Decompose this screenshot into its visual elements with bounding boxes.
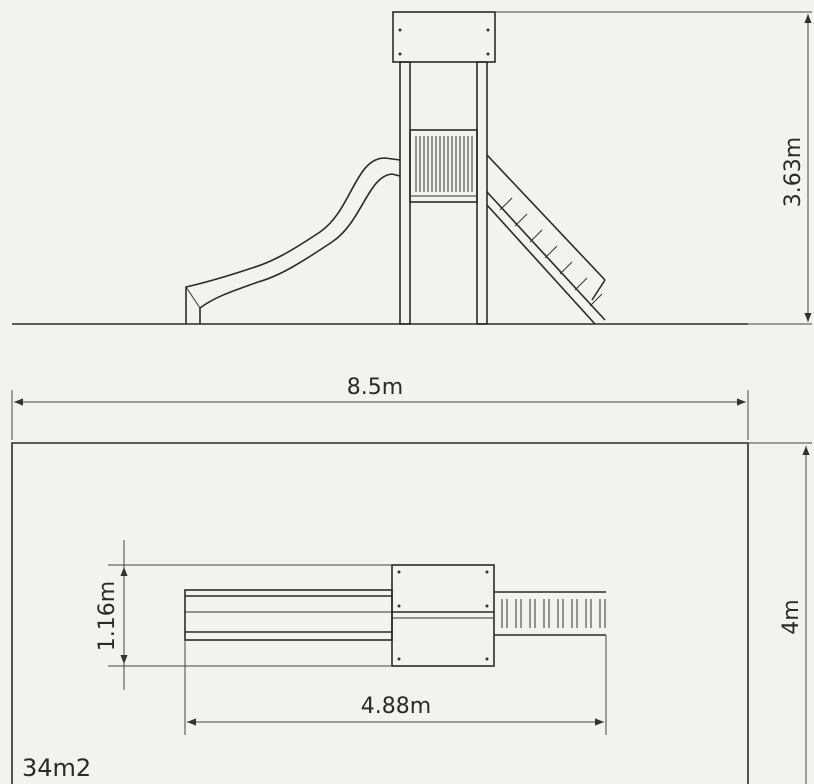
elevation-view: 3.63m xyxy=(12,11,812,325)
ladder-rung xyxy=(544,245,558,259)
safety-area-outline xyxy=(11,442,749,784)
depth-dimension: 4m xyxy=(748,442,812,784)
ladder-rung xyxy=(514,213,528,227)
ladder-rung xyxy=(559,261,573,275)
height-dimension: 3.63m xyxy=(495,11,812,325)
ladder-rung xyxy=(499,197,513,211)
ladder-rung xyxy=(529,229,543,243)
equipment-length-dimension: 4.88m xyxy=(184,635,607,735)
ladder-rung xyxy=(574,277,588,291)
area-label: 34m2 xyxy=(22,754,91,782)
platform-width-dimension: 1.16m xyxy=(95,540,392,690)
equipment-length-label: 4.88m xyxy=(361,694,431,719)
ladder-rung xyxy=(589,293,603,307)
height-label: 3.63m xyxy=(781,137,806,207)
width-label: 8.5m xyxy=(347,375,403,400)
plan-view: 8.5m 4m xyxy=(11,375,812,784)
depth-label: 4m xyxy=(779,599,804,634)
platform-width-label: 1.16m xyxy=(95,581,120,651)
wavy-slide xyxy=(185,157,401,324)
ladder-plan xyxy=(494,591,606,636)
balustrade-panel xyxy=(409,129,478,203)
slide-plan xyxy=(184,589,393,641)
platform-plan xyxy=(391,564,495,667)
ladder xyxy=(486,154,606,325)
roof-panel xyxy=(392,11,496,63)
width-dimension: 8.5m xyxy=(11,375,749,440)
tower-posts xyxy=(399,61,488,325)
